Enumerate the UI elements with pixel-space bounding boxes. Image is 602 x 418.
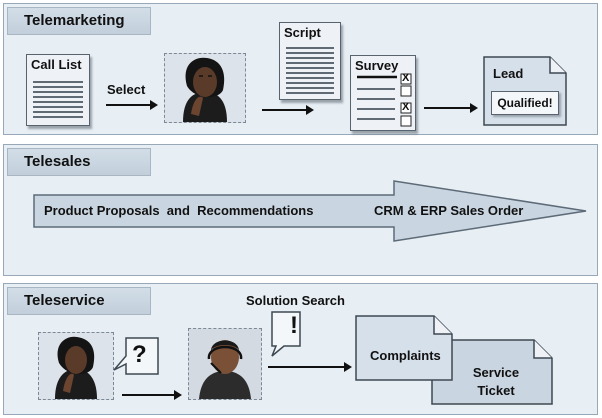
telesales-title: Telesales: [7, 148, 151, 176]
select-label: Select: [107, 82, 146, 97]
select-arrow: [106, 100, 158, 110]
question-bubble-icon: [113, 337, 159, 375]
call-list-lines: [33, 81, 83, 121]
product-proposals-label: Product Proposals and Recommendations: [44, 203, 314, 218]
survey-label: Survey: [355, 58, 399, 73]
telemarketing-title: Telemarketing: [7, 7, 151, 35]
survey-to-lead-arrow: [424, 103, 478, 113]
survey-check-1: X: [402, 72, 410, 84]
agent-photo: [188, 328, 262, 400]
crm-erp-sales-order-label: CRM & ERP Sales Order: [374, 203, 524, 218]
script-label: Script: [284, 25, 321, 40]
service-ticket-label: Service Ticket: [472, 365, 520, 398]
lead-label: Lead: [493, 66, 524, 81]
complaints-document-icon: [355, 315, 453, 381]
complaints-label: Complaints: [370, 348, 441, 363]
telemarketing-panel: Telemarketing Call List Select Script Su…: [3, 3, 598, 135]
qualified-badge: Qualified!: [491, 91, 559, 115]
customer-to-agent-arrow: [122, 390, 182, 400]
survey-checklist: [357, 73, 412, 127]
solution-search-label: Solution Search: [246, 293, 345, 308]
woman-photo: [164, 53, 246, 123]
exclamation-mark: !: [290, 312, 298, 339]
survey-check-2: X: [402, 101, 410, 113]
agent-headset-photo-icon: [189, 329, 261, 399]
question-mark: ?: [132, 341, 147, 368]
teleservice-title: Teleservice: [7, 287, 151, 315]
teleservice-panel: Teleservice ? Solution Search !: [3, 283, 598, 415]
photo-to-script-arrow: [262, 105, 314, 115]
call-list-label: Call List: [31, 57, 82, 72]
script-lines: [286, 47, 334, 97]
script-document-icon: Script: [279, 22, 341, 100]
service-ticket-document-icon: [431, 339, 553, 405]
woman-photo-icon: [165, 54, 245, 122]
customer-woman-photo: [38, 332, 114, 400]
survey-form-icon: Survey X X: [350, 55, 416, 131]
agent-to-complaints-arrow: [268, 362, 352, 372]
telesales-arrow-shape: [33, 180, 587, 242]
customer-woman-photo-icon: [39, 333, 113, 399]
exclamation-bubble-icon: [271, 311, 301, 357]
telesales-panel: Telesales Product Proposals and Recommen…: [3, 144, 598, 276]
call-list-document-icon: Call List: [26, 54, 90, 126]
